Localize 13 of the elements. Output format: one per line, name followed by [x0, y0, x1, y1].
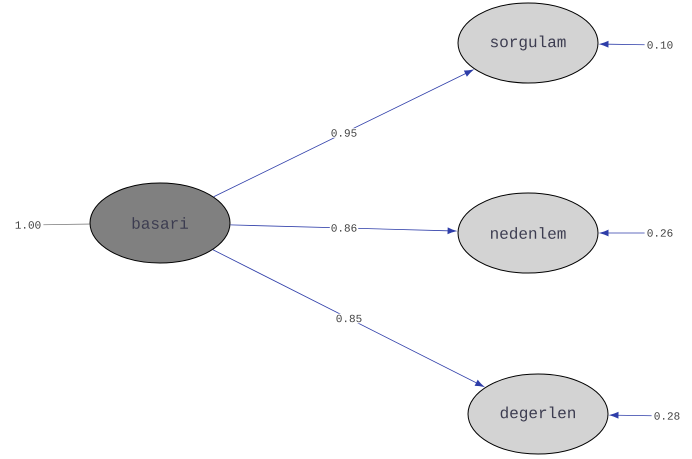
edge-label: 0.86 — [330, 223, 358, 233]
variance-label: 0.10 — [647, 41, 673, 49]
edge-label: 0.95 — [330, 128, 358, 138]
arrow — [230, 224, 456, 234]
variance-label: 1.00 — [16, 221, 41, 229]
variance-label: 0.28 — [654, 412, 680, 420]
arrow — [213, 70, 474, 198]
arrow — [212, 249, 484, 387]
arrow — [610, 412, 652, 418]
edge-label: 0.85 — [334, 314, 364, 324]
arrow — [600, 230, 645, 236]
arrow — [600, 40, 645, 48]
variance-label: 0.26 — [647, 229, 672, 237]
